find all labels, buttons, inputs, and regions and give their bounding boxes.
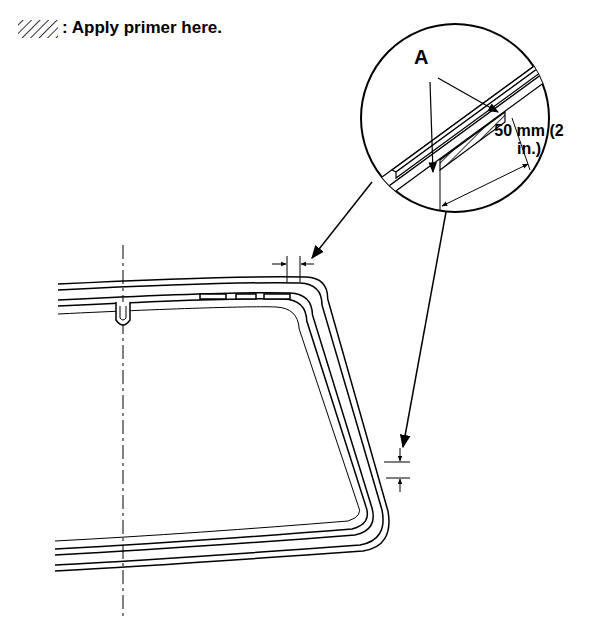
mirror-mount — [116, 302, 130, 325]
mirror-mount — [120, 306, 126, 320]
frame-line — [55, 307, 360, 541]
dimension-marks — [272, 256, 410, 492]
callout-letter: A — [414, 46, 428, 68]
frame-line — [55, 293, 373, 555]
legend-text: : Apply primer here. — [62, 19, 222, 38]
windshield-frame — [55, 277, 389, 571]
primer-dash — [236, 294, 256, 299]
frame-line — [55, 283, 383, 565]
leader-line — [403, 212, 446, 447]
frame-line — [55, 299, 367, 549]
primer-dash — [200, 294, 226, 299]
frame-line — [55, 277, 389, 571]
hatch-swatch — [18, 20, 58, 38]
center-line — [123, 245, 124, 620]
primer-dash — [264, 294, 290, 299]
dimension-label: 50 mm (2 in.) — [494, 122, 564, 157]
leader-line — [312, 182, 372, 258]
